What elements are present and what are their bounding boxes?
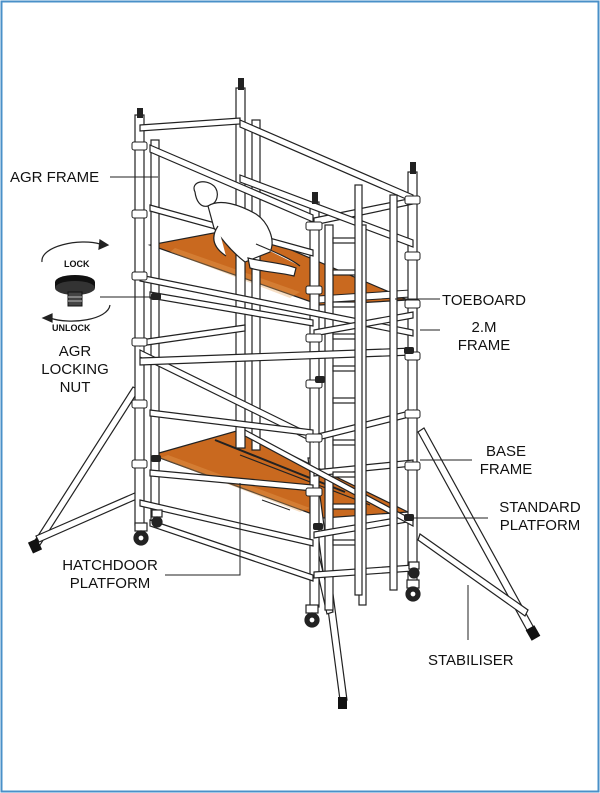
label-lock: LOCK xyxy=(64,259,90,269)
worker-figure-icon xyxy=(193,181,301,277)
frame-locking-nuts xyxy=(151,293,414,530)
label-agr-locking-nut-line1: AGR xyxy=(59,343,92,360)
label-2m-frame-line1: 2.M xyxy=(471,319,496,336)
label-base-frame-line2: FRAME xyxy=(480,461,533,478)
label-hatchdoor-platform-line1: HATCHDOOR xyxy=(62,557,158,574)
label-standard-platform-line1: STANDARD xyxy=(499,499,581,516)
castor-wheel-icon xyxy=(133,509,421,628)
label-standard-platform-line2: PLATFORM xyxy=(500,517,581,534)
upright-caps xyxy=(137,78,416,204)
stabiliser-feet xyxy=(27,538,541,709)
label-agr-frame: AGR FRAME xyxy=(10,169,99,186)
label-agr-locking-nut-line3: NUT xyxy=(60,379,91,396)
label-2m-frame-line2: FRAME xyxy=(458,337,511,354)
rotate-arrow-icon xyxy=(41,238,111,323)
leader-lines xyxy=(100,176,488,640)
label-stabiliser: STABILISER xyxy=(428,652,514,669)
label-hatchdoor-platform-line2: PLATFORM xyxy=(70,575,151,592)
label-unlock: UNLOCK xyxy=(52,323,91,333)
label-base-frame-line1: BASE xyxy=(486,443,526,460)
label-toeboard: TOEBOARD xyxy=(442,292,526,309)
locking-nut-icon xyxy=(55,275,95,307)
scaffold-frame xyxy=(134,87,418,611)
label-agr-locking-nut-line2: LOCKING xyxy=(41,361,109,378)
